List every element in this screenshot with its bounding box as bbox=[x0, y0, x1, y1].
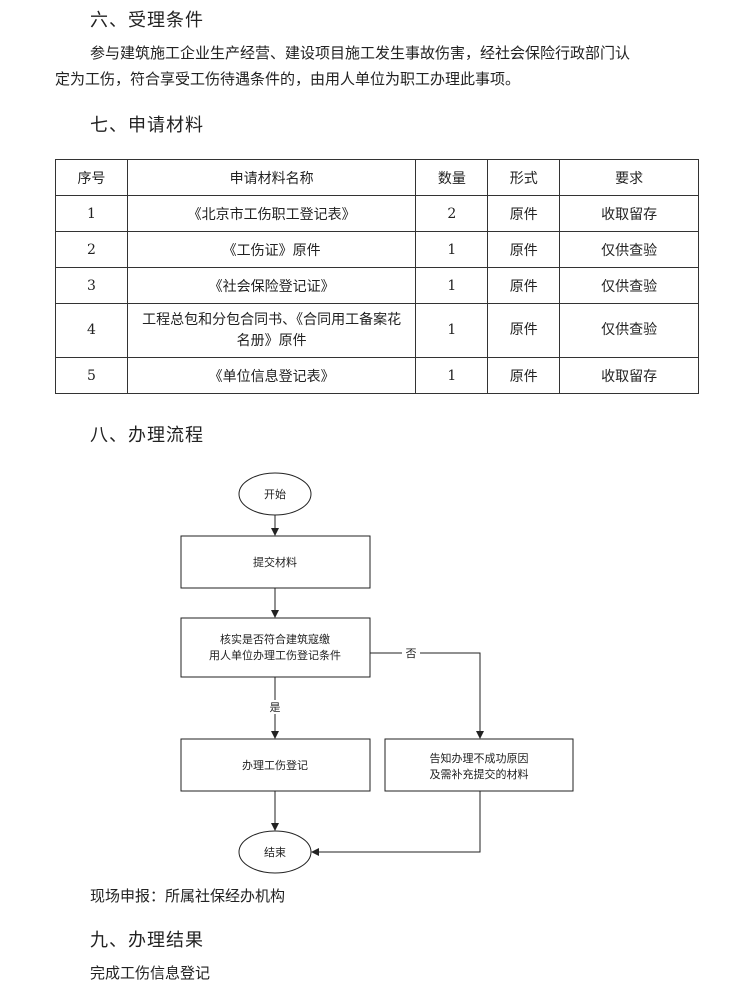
check-node bbox=[180, 617, 371, 678]
table-row: 5 《单位信息登记表》 1 原件 收取留存 bbox=[55, 357, 699, 394]
register-label: 办理工伤登记 bbox=[242, 758, 308, 772]
submit-label: 提交材料 bbox=[253, 555, 297, 569]
materials-table: 序号 申请材料名称 数量 形式 要求 1 《北京市工伤职工登记表》 2 原件 收… bbox=[55, 159, 699, 394]
start-label: 开始 bbox=[264, 487, 286, 501]
section-six-heading: 六、受理条件 bbox=[90, 10, 204, 31]
section-nine-heading: 九、办理结果 bbox=[90, 930, 204, 951]
header-req: 要求 bbox=[559, 159, 699, 196]
reject-label-line1: 告知办理不成功原因 bbox=[430, 751, 529, 765]
header-form: 形式 bbox=[487, 159, 561, 196]
cell-name: 工程总包和分包合同书、《合同用工备案花 名册》原件 bbox=[126, 303, 417, 358]
cell-name-line2: 名册》原件 bbox=[236, 332, 307, 349]
cell-form: 原件 bbox=[487, 195, 561, 232]
no-label: 否 bbox=[406, 647, 417, 660]
arrow-check-reject bbox=[420, 652, 484, 739]
cell-req: 收取留存 bbox=[559, 195, 699, 232]
table-row: 2 《工伤证》原件 1 原件 仅供查验 bbox=[55, 231, 699, 268]
cell-name: 《北京市工伤职工登记表》 bbox=[126, 195, 417, 232]
arrow-reject-end bbox=[311, 791, 481, 856]
header-no: 序号 bbox=[55, 159, 128, 196]
cell-form: 原件 bbox=[487, 231, 561, 268]
table-row: 3 《社会保险登记证》 1 原件 仅供查验 bbox=[55, 267, 699, 304]
cell-name: 《工伤证》原件 bbox=[126, 231, 417, 268]
cell-no: 1 bbox=[55, 195, 128, 232]
section-seven-heading: 七、申请材料 bbox=[90, 115, 204, 136]
acceptance-conditions-line1: 参与建筑施工企业生产经营、建设项目施工发生事故伤害，经社会保险行政部门认 bbox=[90, 44, 631, 62]
cell-no: 5 bbox=[55, 357, 128, 394]
cell-form: 原件 bbox=[487, 267, 561, 304]
cell-qty: 1 bbox=[415, 231, 489, 268]
check-label-line2: 用人单位办理工伤登记条件 bbox=[209, 648, 341, 662]
section-eight-heading: 八、办理流程 bbox=[90, 425, 204, 446]
cell-req: 收取留存 bbox=[559, 357, 699, 394]
reject-node bbox=[384, 738, 574, 792]
result-text: 完成工伤信息登记 bbox=[90, 964, 211, 982]
cell-name: 《单位信息登记表》 bbox=[126, 357, 417, 394]
cell-req: 仅供查验 bbox=[559, 231, 699, 268]
cell-form: 原件 bbox=[487, 303, 561, 358]
acceptance-conditions-line2: 定为工伤，符合享受工伤待遇条件的，由用人单位为职工办理此事项。 bbox=[55, 70, 521, 88]
table-row: 1 《北京市工伤职工登记表》 2 原件 收取留存 bbox=[55, 195, 699, 232]
check-label-line1: 核实是否符合建筑寇缴 bbox=[220, 632, 330, 646]
yes-label: 是 bbox=[270, 701, 281, 714]
cell-qty: 1 bbox=[415, 357, 489, 394]
end-label: 结束 bbox=[264, 846, 286, 859]
cell-name: 《社会保险登记证》 bbox=[126, 267, 417, 304]
onsite-submission: 现场申报：所属社保经办机构 bbox=[90, 887, 286, 905]
cell-name-line1: 工程总包和分包合同书、《合同用工备案花 bbox=[142, 311, 402, 328]
reject-label-line2: 及需补充提交的材料 bbox=[430, 767, 529, 781]
header-qty: 数量 bbox=[415, 159, 489, 196]
cell-form: 原件 bbox=[487, 357, 561, 394]
